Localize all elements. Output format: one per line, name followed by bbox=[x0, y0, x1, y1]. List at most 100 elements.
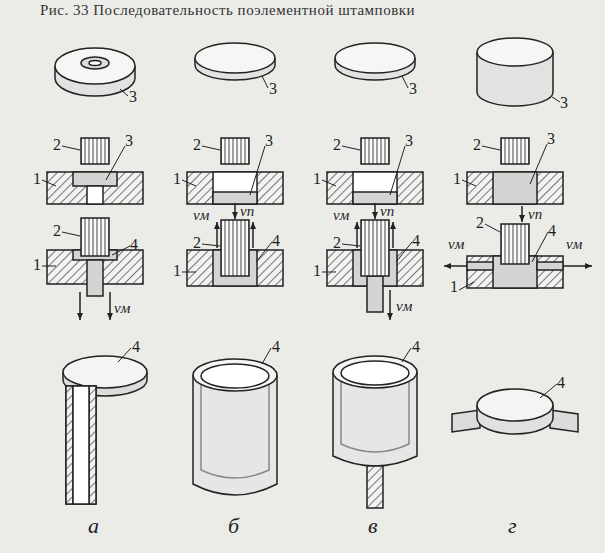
leader-line bbox=[202, 244, 220, 246]
die-stage-2 bbox=[87, 260, 103, 296]
part-cup bbox=[193, 375, 277, 495]
velocity-label: vм bbox=[448, 236, 464, 253]
blank-disc bbox=[335, 43, 415, 80]
leader-line bbox=[42, 76, 560, 398]
die-stage-2 bbox=[81, 218, 109, 256]
callout-number: 4 bbox=[412, 232, 420, 249]
die-stage-2 bbox=[356, 222, 358, 248]
callout-number: 1 bbox=[313, 262, 321, 279]
part-cup-with-rod bbox=[333, 356, 417, 388]
part-cup bbox=[193, 359, 277, 495]
velocity-label: vм bbox=[396, 298, 412, 315]
die-stage-1 bbox=[47, 172, 143, 204]
velocity-label: vп bbox=[528, 206, 542, 223]
callout-number: 4 bbox=[130, 236, 138, 253]
velocity-label: vм bbox=[333, 207, 349, 224]
leader-line bbox=[532, 232, 548, 262]
velocity-label: vм bbox=[193, 207, 209, 224]
leader-line bbox=[462, 180, 476, 186]
blank-washer bbox=[89, 61, 101, 66]
variant-letter: в bbox=[368, 514, 378, 538]
leader-line bbox=[396, 242, 412, 262]
blank-cylinder bbox=[477, 38, 553, 66]
die-stage-2 bbox=[361, 220, 389, 276]
leader-line bbox=[202, 146, 220, 150]
velocity-label: vм bbox=[566, 236, 582, 253]
die-stage-2 bbox=[374, 203, 376, 219]
callout-number: 3 bbox=[265, 132, 273, 149]
callout-number: 4 bbox=[272, 232, 280, 249]
leader-line bbox=[402, 76, 408, 88]
callout-number: 2 bbox=[473, 136, 481, 153]
callout-number: 1 bbox=[313, 170, 321, 187]
callout-number: 2 bbox=[333, 234, 341, 251]
die-stage-1 bbox=[87, 186, 103, 204]
leader-line bbox=[250, 146, 265, 195]
part-tube-with-head bbox=[66, 386, 96, 504]
callout-number: 3 bbox=[269, 80, 277, 97]
leader-line bbox=[552, 97, 560, 102]
leader-line bbox=[182, 272, 196, 273]
part-tube-with-head bbox=[63, 356, 147, 388]
blank-cylinder bbox=[477, 38, 553, 106]
leader-line bbox=[112, 246, 130, 255]
leader-line bbox=[62, 146, 80, 150]
leader-line bbox=[256, 242, 272, 262]
leader-line bbox=[42, 180, 56, 186]
die-stage-1 bbox=[81, 138, 109, 164]
leader-line bbox=[42, 266, 56, 267]
die-stage-2 bbox=[327, 203, 423, 320]
die-stage-2 bbox=[537, 262, 563, 270]
die-stage-1 bbox=[501, 138, 529, 164]
callout-number: 2 bbox=[476, 214, 484, 231]
stamping-illustration bbox=[42, 38, 592, 508]
leader-line bbox=[262, 76, 268, 88]
velocity-label: vм bbox=[114, 300, 130, 317]
callout-number: 4 bbox=[132, 338, 140, 355]
part-disc-with-lugs bbox=[477, 389, 553, 421]
die-stage-1 bbox=[327, 172, 423, 204]
callout-number: 3 bbox=[125, 132, 133, 149]
callout-number: 4 bbox=[272, 338, 280, 355]
die-stage-2 bbox=[467, 262, 493, 270]
die-stage-2 bbox=[367, 276, 383, 312]
part-cup bbox=[201, 364, 269, 388]
die-stage-2 bbox=[444, 206, 592, 288]
die-stage-2 bbox=[109, 292, 111, 320]
die-stage-1 bbox=[221, 138, 249, 164]
die-stage-1 bbox=[187, 172, 283, 204]
die-stage-1 bbox=[73, 172, 117, 186]
die-stage-1 bbox=[467, 138, 563, 204]
die-stage-2 bbox=[444, 265, 467, 267]
die-stage-2 bbox=[252, 222, 254, 248]
die-stage-2 bbox=[79, 292, 81, 320]
die-stage-2 bbox=[563, 265, 592, 267]
leader-line bbox=[106, 146, 125, 180]
callout-number: 1 bbox=[33, 170, 41, 187]
callout-number: 2 bbox=[193, 234, 201, 251]
part-disc-with-lugs bbox=[452, 410, 480, 432]
leader-line bbox=[342, 146, 360, 150]
leader-line bbox=[120, 89, 128, 96]
die-stage-1 bbox=[361, 138, 389, 164]
callout-number: 2 bbox=[333, 136, 341, 153]
die-stage-1 bbox=[213, 172, 257, 204]
die-stage-2 bbox=[187, 203, 283, 286]
leader-line bbox=[530, 144, 547, 184]
callout-number: 2 bbox=[193, 136, 201, 153]
die-stage-2 bbox=[234, 203, 236, 219]
blank-disc bbox=[335, 43, 415, 73]
part-tube-with-head bbox=[73, 386, 89, 504]
callout-number: 3 bbox=[560, 94, 568, 111]
leader-line bbox=[342, 244, 360, 246]
leader-line bbox=[540, 384, 557, 398]
callout-number: 3 bbox=[547, 130, 555, 147]
part-disc-with-lugs bbox=[452, 389, 578, 434]
die-stage-2 bbox=[501, 224, 529, 264]
part-disc-with-lugs bbox=[550, 410, 578, 432]
leader-line bbox=[182, 180, 196, 186]
figure-title: Рис. 33 Последовательность поэлементной … bbox=[40, 2, 415, 19]
callout-number: 1 bbox=[450, 278, 458, 295]
